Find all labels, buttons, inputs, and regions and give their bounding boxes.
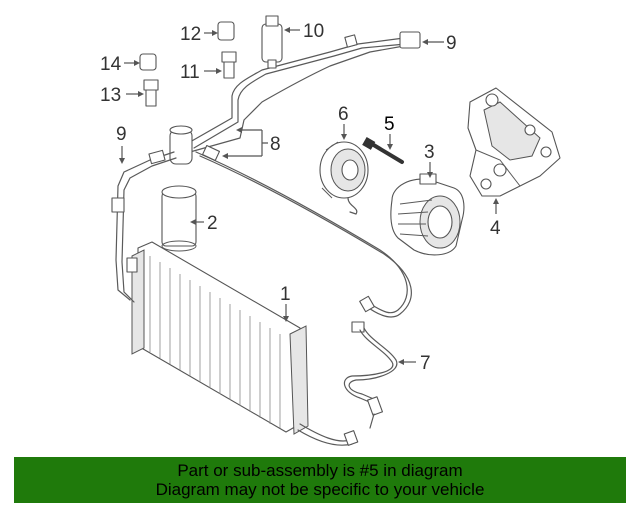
bolt-part [362, 137, 404, 164]
callout-10: 10 [303, 21, 324, 42]
part-info-banner: Part or sub-assembly is #5 in diagram Di… [14, 457, 626, 503]
compressor-part [390, 173, 465, 256]
valve-part-11 [221, 51, 237, 79]
banner-line-2: Diagram may not be specific to your vehi… [155, 480, 485, 499]
banner-line-1: Part or sub-assembly is #5 in diagram [177, 461, 463, 480]
callout-2: 2 [207, 213, 218, 234]
callout-7: 7 [420, 353, 431, 374]
pressure-switch-part-10 [261, 15, 283, 69]
callout-labels: 12 10 9 14 11 13 9 8 6 5 3 4 2 1 7 [100, 21, 501, 374]
condenser-part [126, 241, 359, 446]
hose-7-part [343, 321, 398, 429]
cap-part-12 [217, 21, 235, 41]
callout-1: 1 [280, 284, 291, 305]
valve-part-13 [143, 79, 159, 107]
callout-arrows [119, 27, 499, 365]
callout-12: 12 [180, 24, 201, 45]
cap-part-14 [139, 53, 157, 71]
callout-11: 11 [180, 62, 200, 83]
callout-4: 4 [490, 218, 501, 239]
callout-9-top: 9 [446, 33, 457, 54]
mounting-bracket-part [467, 87, 561, 197]
callout-14: 14 [100, 54, 122, 75]
clutch-part [319, 141, 369, 215]
callout-6: 6 [338, 104, 349, 125]
callout-9-left: 9 [116, 124, 127, 145]
receiver-drier-part [161, 185, 197, 252]
callout-13: 13 [100, 85, 121, 106]
refrigerant-lines [111, 31, 421, 318]
ac-parts-diagram: 12 10 9 14 11 13 9 8 6 5 3 4 2 1 7 [100, 15, 561, 446]
callout-3: 3 [424, 142, 435, 163]
callout-8: 8 [270, 134, 281, 155]
callout-5: 5 [384, 114, 395, 135]
